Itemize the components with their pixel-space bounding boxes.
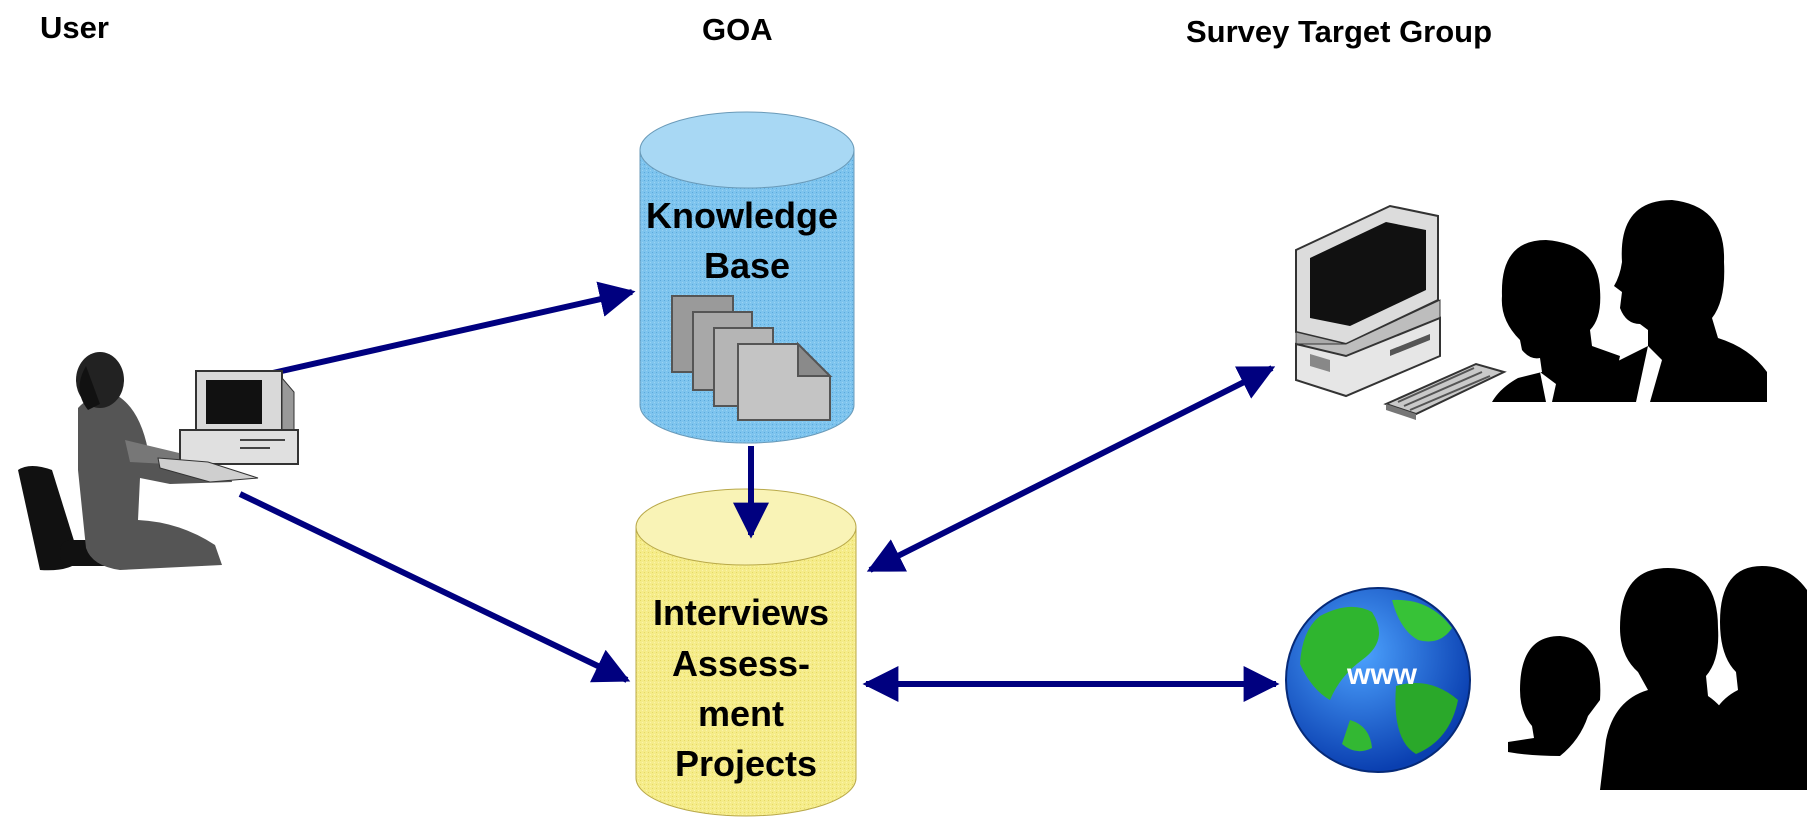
arrow-user-to-interviews [238,491,631,683]
knowledge-base-cylinder: Knowledge Base [639,111,855,444]
arrow-interviews-computer [866,365,1276,573]
heading-goa: GOA [702,12,773,47]
interviews-label: Interviews Assess- ment Projects [653,592,839,784]
group-silhouette-icon [1508,566,1807,790]
arrows [238,281,1280,702]
www-label: www [1346,658,1418,691]
heading-user: User [40,10,109,45]
desktop-computer-icon [1295,204,1507,420]
knowledge-base-label: Knowledge Base [646,195,848,286]
arrow-user-to-knowledge-base [254,281,636,380]
interviews-cylinder: Interviews Assess- ment Projects [635,488,857,817]
globe-icon: www [1285,587,1471,773]
stacked-documents-icon [671,295,833,421]
user-at-computer-icon [18,352,299,571]
business-people-silhouette-icon [1492,200,1767,402]
heading-survey-target-group: Survey Target Group [1186,14,1493,49]
